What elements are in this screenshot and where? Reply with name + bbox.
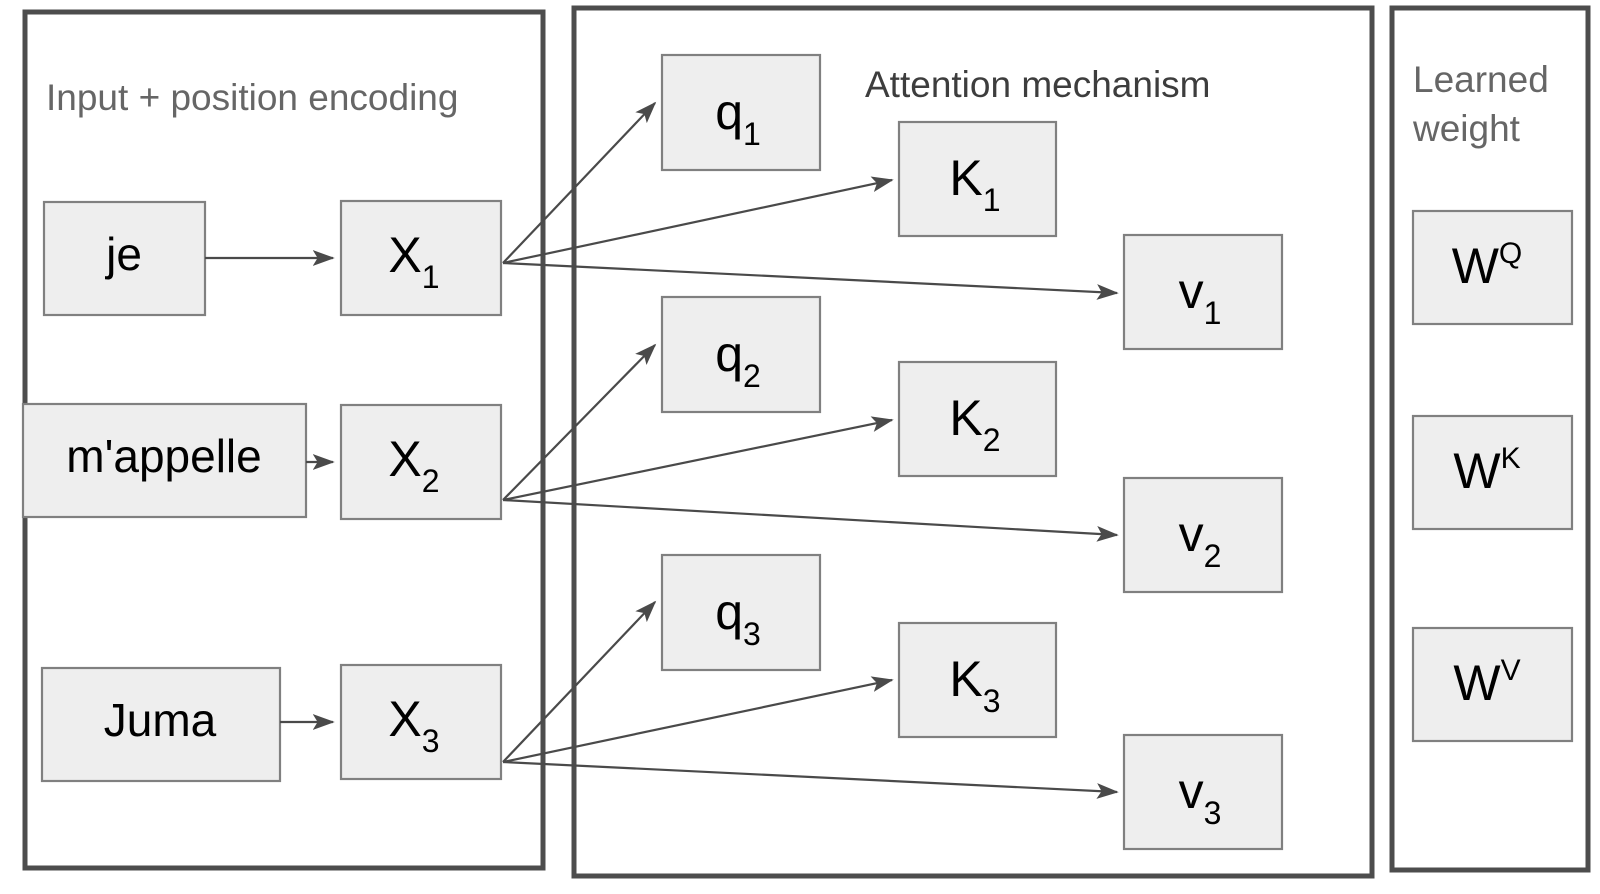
panel-attention-mechanism (571, 5, 1375, 879)
panel-title-learned-weight-line2: weight (1412, 108, 1521, 149)
embedding-label-x1: X1 (388, 227, 439, 295)
panel-title-input: Input + position encoding (46, 77, 458, 118)
key-label-k2: K2 (949, 390, 1000, 458)
query-box-q1[interactable] (660, 53, 822, 172)
query-box-q3[interactable] (660, 553, 822, 672)
weight-label-wk: WK (1453, 442, 1520, 499)
arrow-x2-to-q2 (502, 343, 657, 501)
arrow-x1-to-q1 (502, 101, 657, 264)
value-label-v2: v2 (1179, 506, 1222, 574)
value-box-v2[interactable] (1122, 476, 1284, 594)
arrow-x1-to-v1 (502, 261, 1119, 300)
key-label-k1: K1 (949, 150, 1000, 218)
query-box-q2[interactable] (660, 295, 822, 414)
panel-title-learned-weight-line1: Learned (1413, 59, 1549, 100)
weight-box-wv[interactable] (1411, 626, 1574, 743)
value-label-v3: v3 (1179, 763, 1222, 831)
embedding-box-x3[interactable] (339, 663, 503, 781)
token-label-juma: Juma (104, 694, 217, 746)
weight-box-wk[interactable] (1411, 414, 1574, 531)
panel-learned-weight (1389, 5, 1591, 873)
embedding-label-x3: X3 (388, 691, 439, 759)
value-label-v1: v1 (1179, 263, 1222, 331)
embedding-label-x2: X2 (388, 431, 439, 499)
arrow-x3-to-v3 (502, 760, 1119, 799)
query-label-q3: q3 (715, 584, 761, 652)
panel-title-attention: Attention mechanism (865, 64, 1211, 105)
arrow-x2-to-k2 (502, 416, 894, 502)
key-label-k3: K3 (949, 651, 1000, 719)
arrow-x3-to-q3 (502, 600, 657, 763)
arrow-x2-to-v2 (502, 498, 1119, 542)
token-label-je: je (104, 228, 142, 280)
query-label-q1: q1 (715, 84, 761, 152)
token-box-juma[interactable] (40, 666, 282, 783)
value-box-v3[interactable] (1122, 733, 1284, 851)
arrow-x3-to-k3 (502, 676, 894, 764)
weight-label-wq: WQ (1452, 237, 1523, 294)
token-label-mappelle: m'appelle (66, 430, 261, 482)
weight-label-wv: WV (1453, 654, 1520, 711)
embedding-box-x1[interactable] (339, 199, 503, 317)
weight-box-wq[interactable] (1411, 209, 1574, 326)
token-box-je[interactable] (42, 200, 207, 317)
key-box-k1[interactable] (897, 120, 1058, 238)
embedding-box-x2[interactable] (339, 403, 503, 521)
query-label-q2: q2 (715, 326, 761, 394)
key-box-k2[interactable] (897, 360, 1058, 478)
arrow-x1-to-k1 (502, 176, 894, 265)
key-box-k3[interactable] (897, 621, 1058, 739)
token-box-mappelle[interactable] (21, 402, 308, 519)
value-box-v1[interactable] (1122, 233, 1284, 351)
